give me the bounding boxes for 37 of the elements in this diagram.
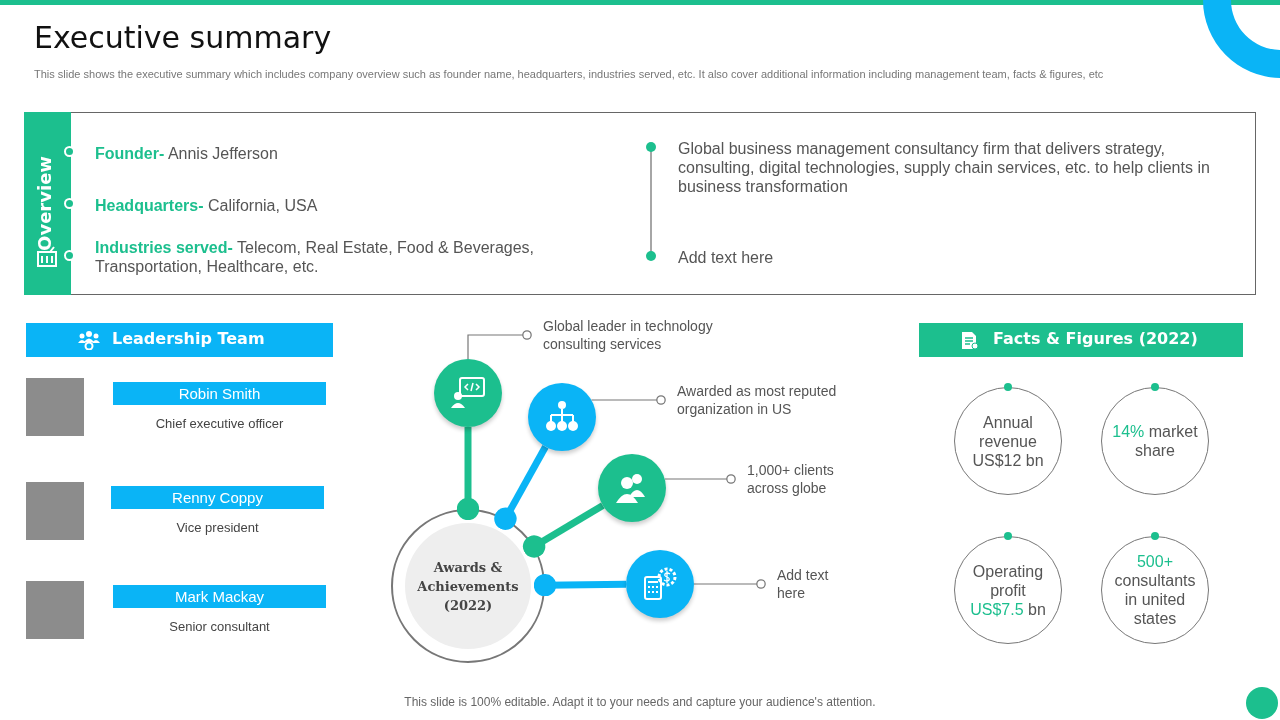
name-bar: Robin Smith — [113, 382, 326, 405]
icon-circle — [528, 383, 596, 451]
connector-stem — [522, 502, 605, 558]
description-text: Add text here — [678, 248, 775, 267]
callout-text: 1,000+ clients across globe — [747, 461, 867, 497]
callout-text: Add text here — [777, 566, 847, 602]
circle-text: Awards & Achievements (2022) — [416, 558, 520, 615]
job-title: Vice president — [175, 520, 260, 535]
job-title: Chief executive officer — [154, 416, 285, 431]
section-heading: Overview — [34, 156, 55, 251]
icon-circle — [626, 550, 694, 618]
footer-note: This slide is 100% editable. Adapt it to your needs and capture your audience's attention. — [403, 695, 877, 709]
overview-item: Industries served- Telecom, Real Estate, Food & Beverages, Transportation, Healthcare, etc. — [95, 238, 536, 276]
callout-text: Awarded as most reputed organization in US — [677, 382, 867, 418]
icon-circle — [434, 359, 502, 427]
description-text: Global business management consultancy firm that delivers strategy, consulting, digital technologies, supply chain services, etc. to help clients in business transformation — [678, 139, 1211, 196]
section-header — [26, 323, 333, 357]
overview-item: Founder- Annis Jefferson — [95, 144, 279, 163]
icon-circle — [598, 454, 666, 522]
section-header — [919, 323, 1243, 357]
slide-title: Executive summary — [34, 20, 332, 55]
leader-line — [467, 330, 532, 360]
connector-stem — [456, 427, 480, 521]
slide-subtitle: This slide shows the executive summary which includes company overview such as founder name, headquarters, industries served, etc. It also cover additional information including management team, facts & figures, etc — [34, 68, 1105, 80]
name-bar: Mark Mackay — [113, 585, 326, 608]
leader-line — [590, 395, 666, 405]
leader-line — [693, 579, 766, 589]
header-text: Leadership Team — [112, 329, 265, 348]
callout-text: Global leader in technology consulting services — [543, 317, 743, 353]
job-title: Senior consultant — [168, 619, 271, 634]
header-text: Facts & Figures (2022) — [993, 329, 1198, 348]
overview-panel — [24, 112, 1256, 295]
overview-item: Headquarters- California, USA — [95, 196, 319, 215]
leader-line — [664, 474, 736, 484]
name-bar: Renny Coppy — [111, 486, 324, 509]
connector-stem — [494, 445, 549, 530]
connector-stem — [533, 574, 627, 597]
